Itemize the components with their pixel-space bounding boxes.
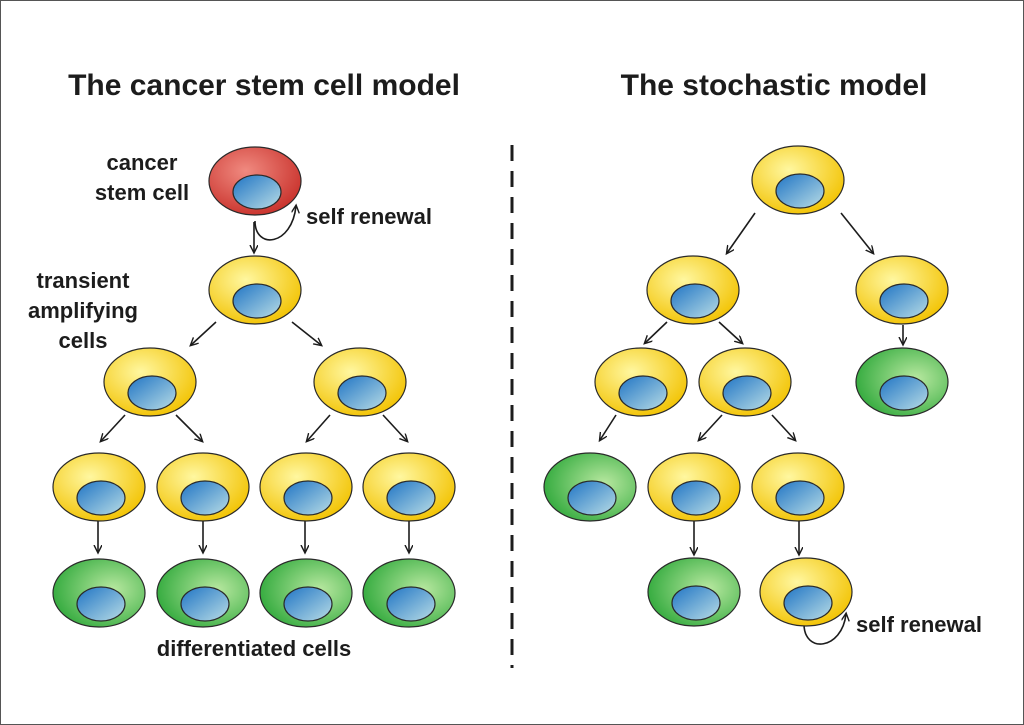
cell-nucleus (283, 586, 333, 622)
arrow-split-right (291, 321, 321, 345)
arrow-split-left (101, 414, 126, 441)
left-self-renewal-label: self renewal (306, 204, 432, 229)
right-panel-title: The stochastic model (621, 69, 928, 102)
transient-cells-label-line2: amplifying (28, 298, 138, 323)
cell-nucleus (180, 480, 230, 516)
left-panel-title: The cancer stem cell model (68, 69, 460, 102)
differentiated-cell (647, 557, 741, 627)
arrow-split-left (600, 414, 617, 440)
cell-nucleus (337, 375, 387, 411)
amplifying-cell (646, 255, 740, 325)
right-self-renewal-loop-arrow (803, 614, 846, 645)
stem-cell-label-line1: cancer (107, 150, 178, 175)
amplifying-cell (103, 347, 197, 417)
differentiated-cell (362, 558, 456, 628)
cell-nucleus (671, 480, 721, 516)
amplifying-cell (52, 452, 146, 522)
cell-nucleus (722, 375, 772, 411)
cell-nucleus (76, 586, 126, 622)
amplifying-cell (855, 255, 949, 325)
arrow-split-right (840, 212, 873, 253)
left-self-renewal-loop-arrow (254, 206, 296, 241)
amplifying-cell (647, 452, 741, 522)
cell-nucleus (386, 586, 436, 622)
arrow-split-right (382, 414, 407, 441)
amplifying-cell (751, 452, 845, 522)
cell-nucleus (671, 585, 721, 621)
right-self-renewal-label: self renewal (856, 612, 982, 637)
amplifying-cell (259, 452, 353, 522)
cell-nucleus (76, 480, 126, 516)
arrow-split-left (727, 212, 756, 253)
differentiated-cell (52, 558, 146, 628)
transient-cells-label-line3: cells (59, 328, 108, 353)
arrow-split-right (718, 321, 742, 343)
amplifying-cell (759, 557, 853, 627)
arrow-split-right (771, 414, 795, 440)
differentiated-cell (543, 452, 637, 522)
cell-nucleus (879, 375, 929, 411)
cell-nucleus (618, 375, 668, 411)
cell-nucleus (232, 283, 282, 319)
cell-nucleus (670, 283, 720, 319)
differentiated-cells-label: differentiated cells (157, 636, 351, 661)
cells-group (52, 145, 949, 628)
arrow-split-left (191, 321, 217, 345)
amplifying-cell (698, 347, 792, 417)
differentiated-cell (259, 558, 353, 628)
arrow-split-right (175, 414, 202, 441)
amplifying-cell (208, 255, 302, 325)
cell-nucleus (775, 173, 825, 209)
cell-nucleus (283, 480, 333, 516)
stem-cell (208, 146, 302, 216)
cell-nucleus (879, 283, 929, 319)
differentiated-cell (156, 558, 250, 628)
arrow-split-left (645, 321, 668, 343)
stem-cell-label-line2: stem cell (95, 180, 189, 205)
arrow-split-left (307, 414, 331, 441)
arrows-group (98, 212, 903, 554)
cell-nucleus (775, 480, 825, 516)
cell-nucleus (127, 375, 177, 411)
arrow-split-left (699, 414, 723, 440)
amplifying-cell (594, 347, 688, 417)
amplifying-cell (313, 347, 407, 417)
cell-nucleus (567, 480, 617, 516)
differentiated-cell (855, 347, 949, 417)
cell-nucleus (783, 585, 833, 621)
amplifying-cell (751, 145, 845, 215)
cell-nucleus (232, 174, 282, 210)
cell-nucleus (180, 586, 230, 622)
amplifying-cell (156, 452, 250, 522)
transient-cells-label-line1: transient (37, 268, 131, 293)
amplifying-cell (362, 452, 456, 522)
cell-nucleus (386, 480, 436, 516)
